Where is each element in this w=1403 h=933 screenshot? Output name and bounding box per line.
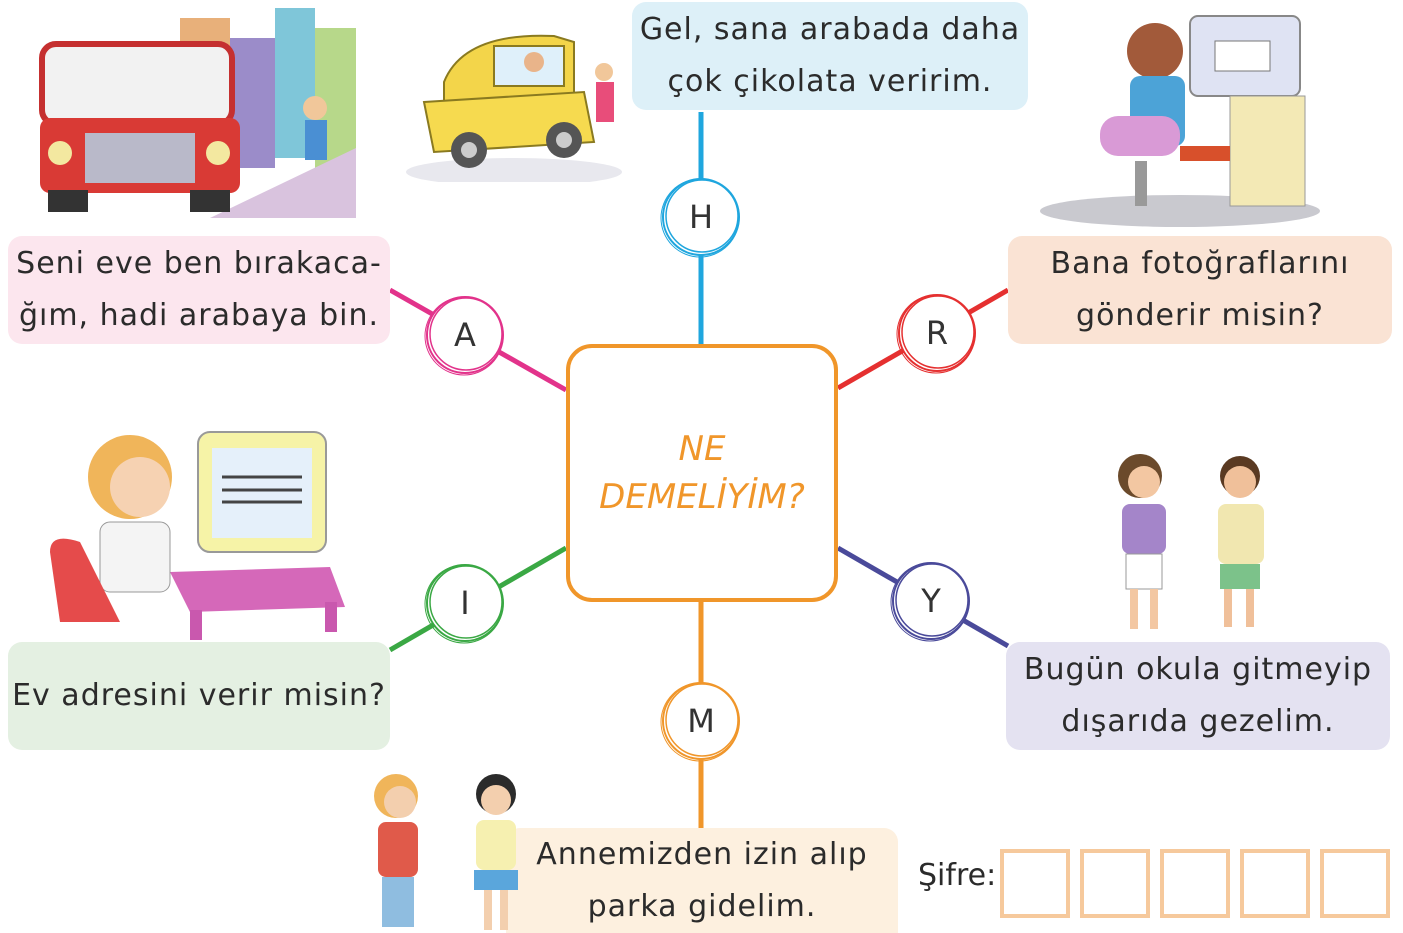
letter-r: R bbox=[925, 314, 949, 352]
letter-circle-h: H bbox=[658, 174, 744, 260]
letter-circle-r: R bbox=[894, 290, 980, 376]
bubble-i-line1: Ev adresini verir misin? bbox=[12, 678, 386, 713]
boy-computer-illustration bbox=[50, 431, 345, 640]
center-title-box: NE DEMELİYİM? bbox=[566, 344, 838, 602]
yellow-car-illustration bbox=[406, 34, 622, 182]
bubble-h-line1: Gel, sana arabada daha bbox=[639, 12, 1021, 47]
center-title-line2: DEMELİYİM? bbox=[599, 477, 805, 517]
letter-i: I bbox=[460, 584, 470, 622]
bubble-a-line2: ğım, hadi arabaya bin. bbox=[18, 298, 380, 333]
letter-h: H bbox=[688, 198, 714, 236]
letter-m: M bbox=[687, 702, 715, 740]
letter-a: A bbox=[454, 316, 476, 354]
letter-y: Y bbox=[921, 582, 941, 620]
letter-circle-m: M bbox=[658, 678, 744, 764]
bubble-i: Ev adresini verir misin? bbox=[8, 642, 390, 750]
sifre-box-3[interactable] bbox=[1160, 849, 1230, 918]
bubble-y-line1: Bugün okula gitmeyip bbox=[1023, 652, 1373, 687]
letter-circle-y: Y bbox=[888, 558, 974, 644]
bubble-r-line1: Bana fotoğraflarını bbox=[1050, 246, 1350, 281]
bubble-a: Seni eve ben bırakaca- ğım, hadi arabaya… bbox=[8, 236, 390, 344]
bubble-m: Annemizden izin alıp parka gidelim. bbox=[506, 828, 898, 933]
girl-computer-illustration bbox=[1040, 15, 1320, 227]
bubble-r: Bana fotoğraflarını gönderir misin? bbox=[1008, 236, 1392, 344]
bubble-y: Bugün okula gitmeyip dışarıda gezelim. bbox=[1006, 642, 1390, 750]
bubble-h-line2: çok çikolata veririm. bbox=[667, 64, 993, 99]
bubble-m-line1: Annemizden izin alıp bbox=[536, 836, 868, 872]
two-kids-talking-illustration bbox=[374, 774, 518, 930]
sifre-box-2[interactable] bbox=[1080, 849, 1150, 918]
sifre-label: Şifre: bbox=[918, 858, 997, 893]
letter-circle-i: I bbox=[422, 560, 508, 646]
two-kids-illustration bbox=[1118, 454, 1264, 629]
red-car-illustration bbox=[39, 8, 356, 218]
letter-circle-a: A bbox=[422, 292, 508, 378]
bubble-a-line1: Seni eve ben bırakaca- bbox=[16, 246, 382, 281]
center-title-line1: NE bbox=[678, 429, 726, 469]
bubble-m-line2: parka gidelim. bbox=[587, 888, 817, 924]
bubble-h: Gel, sana arabada daha çok çikolata veri… bbox=[632, 2, 1028, 110]
bubble-y-line2: dışarıda gezelim. bbox=[1061, 704, 1335, 739]
sifre-box-1[interactable] bbox=[1000, 849, 1070, 918]
sifre-box-5[interactable] bbox=[1320, 849, 1390, 918]
bubble-r-line2: gönderir misin? bbox=[1076, 298, 1324, 333]
sifre-box-4[interactable] bbox=[1240, 849, 1310, 918]
